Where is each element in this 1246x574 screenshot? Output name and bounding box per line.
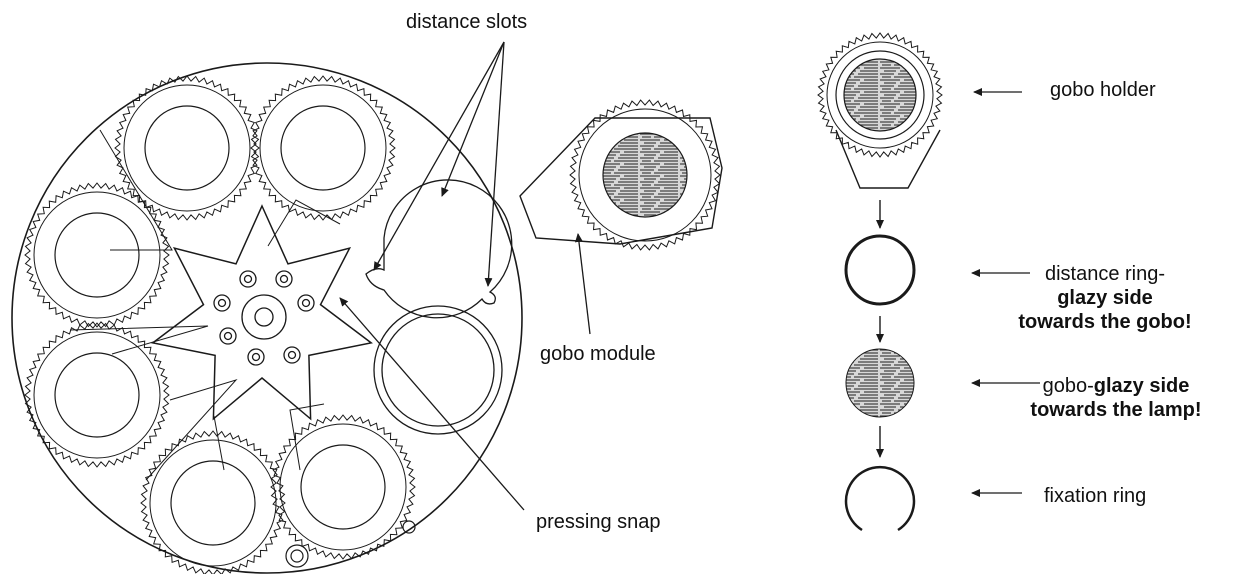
gobo-holder-arm (835, 129, 941, 189)
label-distance-ring-line3: towards the gobo! (1018, 311, 1192, 333)
gear-rim (33, 191, 161, 319)
snap-rivet-inner (279, 274, 289, 284)
hub-outer (241, 294, 287, 340)
wheel-gobo-gear (250, 75, 396, 221)
gear-aperture (144, 105, 230, 191)
wheel-index-hole-inner (290, 549, 304, 563)
label-pressing-snap: pressing snap (536, 511, 661, 533)
ring-slot-inner (381, 313, 495, 427)
gobo-wheel (11, 62, 523, 574)
label-gobo-line2: towards the lamp! (1030, 399, 1202, 421)
snap-rivet-outer (297, 294, 315, 312)
snap-rivet-outer (213, 294, 231, 312)
wheel-gobo-gear (114, 75, 260, 221)
gear-rim (279, 423, 407, 551)
label-distance-ring: distance ring- glazy side towards the go… (968, 262, 1242, 334)
snap-rivet-inner (223, 331, 233, 341)
gear-teeth (24, 182, 170, 328)
label-gobo-line1: gobo-glazy side (1042, 375, 1190, 397)
distance-ring (844, 234, 916, 306)
snap-rivet-inner (251, 352, 261, 362)
gobo-parts-stack (817, 32, 943, 532)
gear-rim (33, 331, 161, 459)
gobo-holder-gear (817, 32, 943, 158)
gear-aperture (54, 352, 140, 438)
snap-rivet-inner (217, 298, 227, 308)
label-distance-slots: distance slots (406, 11, 528, 33)
gobo-module-plate (519, 117, 723, 245)
snap-rivet-outer (239, 270, 257, 288)
gobo-disc (845, 348, 915, 418)
gobo-holder-seat (835, 50, 925, 140)
gear-rim (149, 439, 277, 567)
wheel-gobo-gear (140, 430, 286, 574)
leader-arrow (339, 297, 525, 511)
label-distance-ring-line1: distance ring- (1044, 263, 1166, 285)
snap-rivet-outer (219, 327, 237, 345)
wheel-pin-hole (402, 520, 416, 534)
gear-aperture (54, 212, 140, 298)
gear-aperture (170, 460, 256, 546)
pressing-snap-star (151, 204, 373, 421)
fixation-ring (844, 465, 916, 532)
label-gobo: gobo-glazy side towards the lamp! (988, 374, 1244, 422)
leader-arrow (574, 233, 591, 335)
leader-arrow (484, 41, 505, 287)
gobo-module-gear (569, 99, 721, 251)
ring-slot-outer (373, 305, 503, 435)
snap-rivet-inner (243, 274, 253, 284)
gear-rim (123, 84, 251, 212)
gobo-module-drawing (519, 99, 723, 251)
label-gobo-holder: gobo holder (1050, 79, 1156, 101)
wheel-gobo-gear (24, 322, 170, 468)
snap-rivet-inner (287, 350, 297, 360)
distance-slot-opening (365, 179, 513, 319)
gear-teeth (270, 414, 416, 560)
gear-rim (826, 41, 934, 149)
gear-aperture (280, 105, 366, 191)
gear-aperture (843, 58, 917, 132)
wheel-ribs (69, 129, 341, 481)
leader-arrow (441, 41, 505, 197)
leader-lines (339, 41, 1040, 511)
label-fixation-ring: fixation ring (1044, 485, 1147, 507)
snap-rivet-outer (275, 270, 293, 288)
snap-rivet-outer (247, 348, 265, 366)
gear-rim (578, 108, 712, 242)
gear-aperture (602, 132, 688, 218)
wheel-outline (11, 62, 523, 574)
gear-rim (259, 84, 387, 212)
wheel-gobo-gear (270, 414, 416, 560)
snap-rivet-inner (301, 298, 311, 308)
gear-teeth (569, 99, 721, 251)
gear-teeth (140, 430, 286, 574)
wheel-index-hole (285, 544, 309, 568)
label-gobo-module: gobo module (540, 343, 656, 365)
gear-teeth (24, 322, 170, 468)
gear-teeth (817, 32, 943, 158)
snap-rivet-outer (283, 346, 301, 364)
hub-inner (254, 307, 274, 327)
gear-teeth (114, 75, 260, 221)
gear-teeth (250, 75, 396, 221)
gear-aperture (300, 444, 386, 530)
label-distance-ring-line2: glazy side (1057, 287, 1153, 309)
leader-arrow (373, 41, 505, 271)
wheel-gobo-gear (24, 182, 170, 328)
